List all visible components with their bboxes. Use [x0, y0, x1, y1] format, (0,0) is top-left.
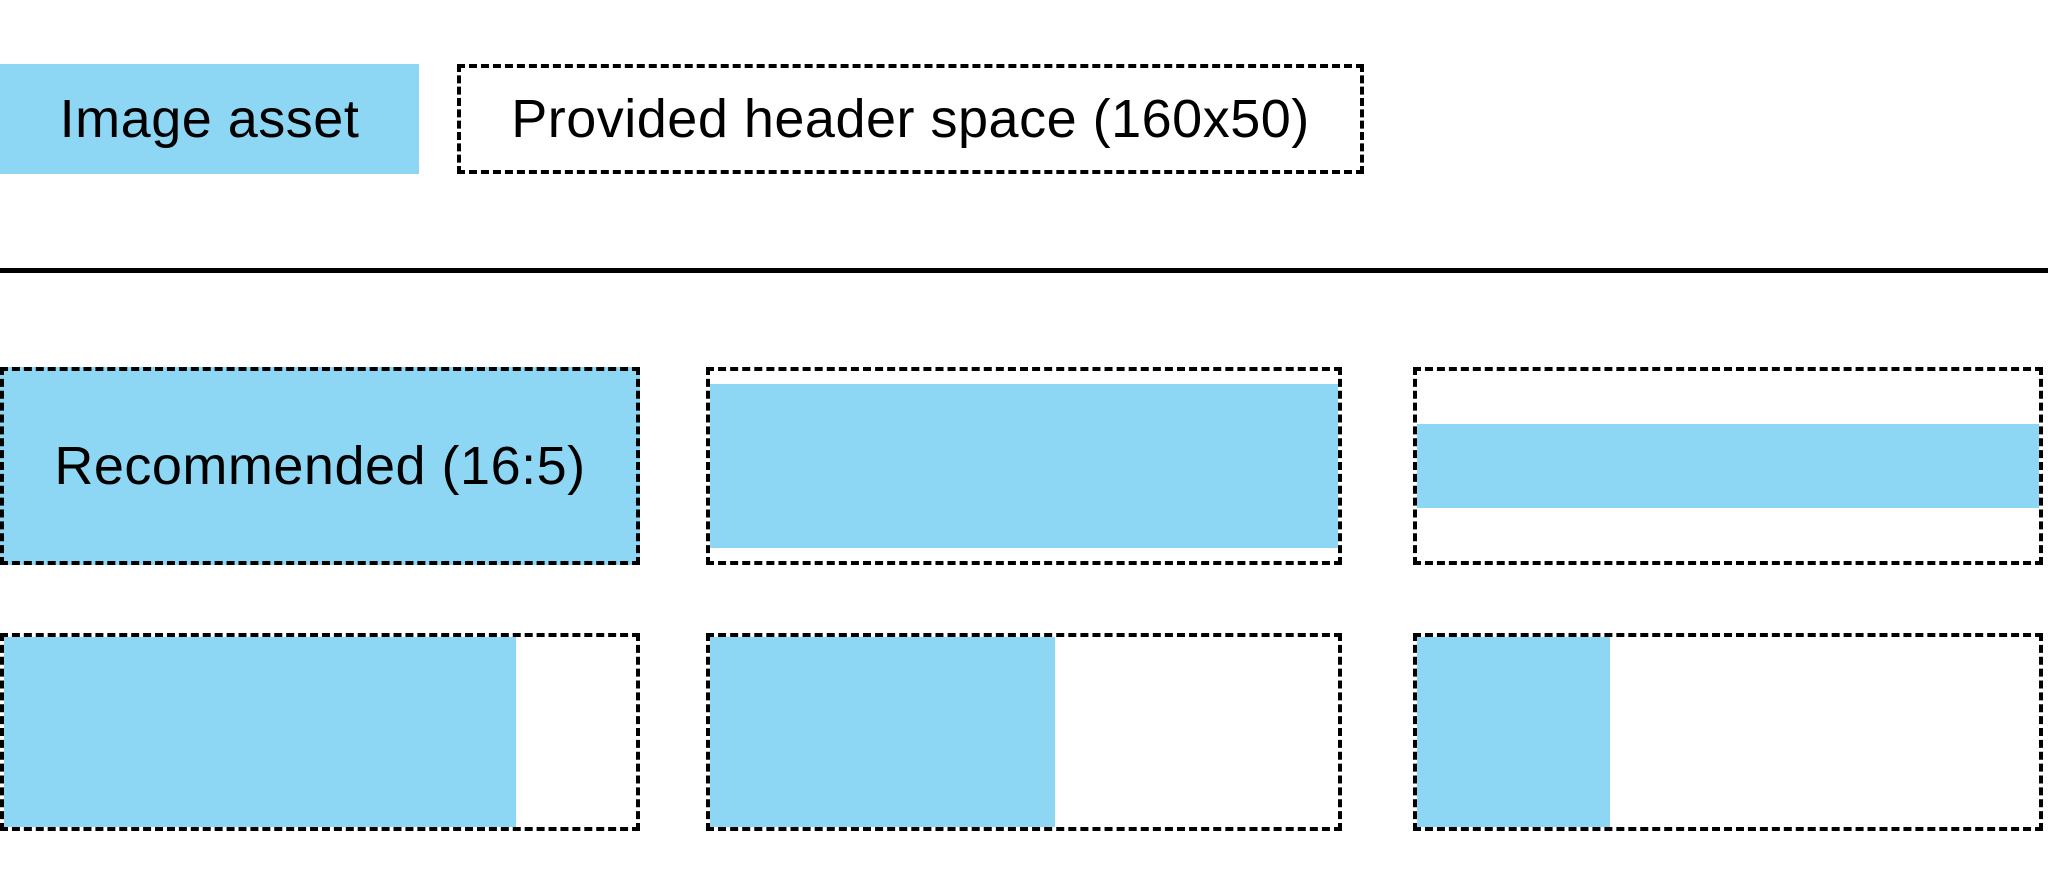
image-asset-fill: [4, 637, 516, 827]
image-asset-fill: Recommended (16:5): [4, 371, 636, 561]
header-space-box-narrowest-asset: [1413, 633, 2043, 831]
image-asset-fill: [710, 637, 1056, 827]
legend-header-space-label: Provided header space (160x50): [511, 89, 1310, 149]
legend-image-asset-label: Image asset: [59, 89, 360, 149]
header-space-box-extra-wide-asset: [1413, 367, 2043, 565]
header-space-box-recommended: Recommended (16:5): [0, 367, 640, 565]
section-divider: [0, 268, 2048, 273]
legend-header-space-box: Provided header space (160x50): [457, 64, 1364, 174]
image-asset-fill: [710, 384, 1338, 548]
header-space-box-wide-asset: [706, 367, 1342, 565]
image-asset-fill: [1417, 637, 1610, 827]
legend-image-asset-swatch: Image asset: [0, 64, 419, 174]
header-space-box-narrower-asset: [706, 633, 1342, 831]
recommended-label: Recommended (16:5): [54, 436, 586, 496]
image-asset-fill: [1417, 424, 2039, 508]
header-space-box-narrow-asset: [0, 633, 640, 831]
